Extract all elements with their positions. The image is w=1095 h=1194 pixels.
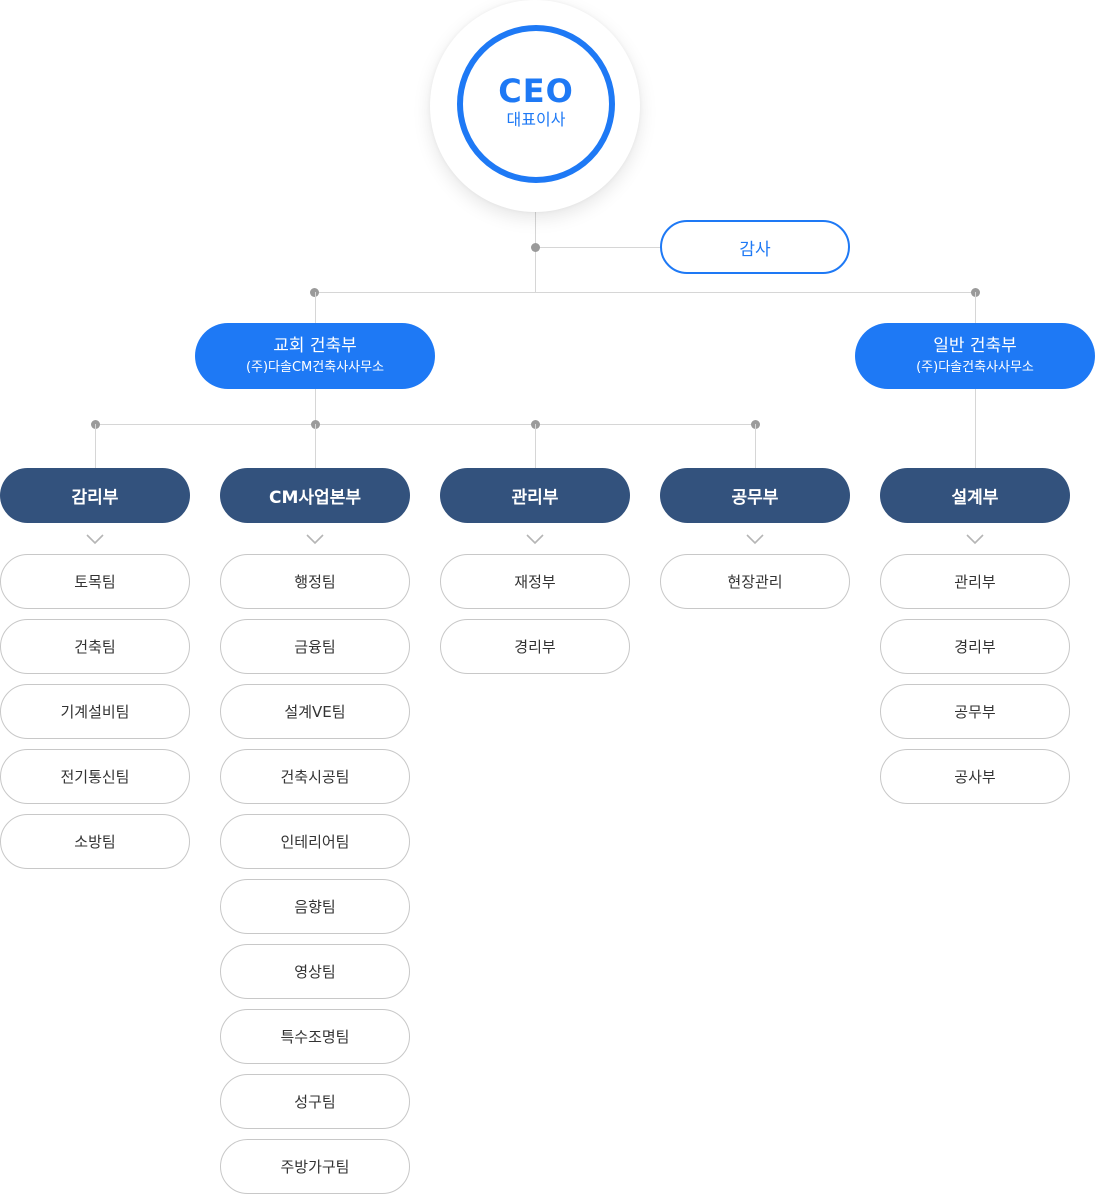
audit-label: 감사 bbox=[739, 239, 771, 260]
team-label: 재정부 bbox=[514, 573, 556, 591]
connector-ceo-down bbox=[535, 212, 536, 293]
dept-management[interactable]: 관리부 bbox=[440, 468, 630, 523]
team-item[interactable]: 공무부 bbox=[880, 684, 1070, 739]
team-label: 금융팀 bbox=[294, 638, 336, 656]
team-label: 경리부 bbox=[514, 638, 556, 656]
team-label: 건축시공팀 bbox=[280, 768, 350, 786]
ceo-node[interactable]: CEO 대표이사 bbox=[457, 25, 615, 183]
connector-hq-left-down bbox=[315, 292, 316, 324]
dept-label: 관리부 bbox=[511, 488, 559, 508]
chevron-down-icon bbox=[526, 534, 544, 545]
dept-label: 설계부 bbox=[951, 488, 999, 508]
team-item[interactable]: 설계VE팀 bbox=[220, 684, 410, 739]
team-item[interactable]: 음향팀 bbox=[220, 879, 410, 934]
connector-dept-2-down bbox=[315, 424, 316, 469]
dept-label: CM사업본부 bbox=[269, 488, 361, 508]
hq-church-architecture[interactable]: 교회 건축부 (주)다솔CM건축사사무소 bbox=[195, 323, 435, 389]
team-item[interactable]: 영상팀 bbox=[220, 944, 410, 999]
team-item[interactable]: 금융팀 bbox=[220, 619, 410, 674]
team-item[interactable]: 토목팀 bbox=[0, 554, 190, 609]
team-label: 건축팀 bbox=[74, 638, 116, 656]
connector-hq1-down bbox=[315, 389, 316, 425]
team-item[interactable]: 건축시공팀 bbox=[220, 749, 410, 804]
team-label: 주방가구팀 bbox=[280, 1158, 350, 1176]
team-label: 기계설비팀 bbox=[60, 703, 130, 721]
dept-supervision[interactable]: 감리부 bbox=[0, 468, 190, 523]
team-label: 경리부 bbox=[954, 638, 996, 656]
dept-construction-affairs[interactable]: 공무부 bbox=[660, 468, 850, 523]
dept-label: 공무부 bbox=[731, 488, 779, 508]
team-label: 토목팀 bbox=[74, 573, 116, 591]
team-label: 공사부 bbox=[954, 768, 996, 786]
team-item[interactable]: 재정부 bbox=[440, 554, 630, 609]
hq-general-architecture[interactable]: 일반 건축부 (주)다솔건축사사무소 bbox=[855, 323, 1095, 389]
team-label: 소방팀 bbox=[74, 833, 116, 851]
team-item[interactable]: 관리부 bbox=[880, 554, 1070, 609]
team-label: 행정팀 bbox=[294, 573, 336, 591]
dept-label: 감리부 bbox=[71, 488, 119, 508]
team-item[interactable]: 현장관리 bbox=[660, 554, 850, 609]
dept-cm-business[interactable]: CM사업본부 bbox=[220, 468, 410, 523]
chevron-down-icon bbox=[966, 534, 984, 545]
team-item[interactable]: 인테리어팀 bbox=[220, 814, 410, 869]
team-label: 관리부 bbox=[954, 573, 996, 591]
connector-dot-audit bbox=[531, 243, 540, 252]
ceo-title: CEO bbox=[498, 72, 574, 110]
hq-subtitle: (주)다솔CM건축사사무소 bbox=[245, 360, 385, 375]
team-item[interactable]: 주방가구팀 bbox=[220, 1139, 410, 1194]
team-label: 영상팀 bbox=[294, 963, 336, 981]
team-label: 인테리어팀 bbox=[280, 833, 350, 851]
hq-subtitle: (주)다솔건축사사무소 bbox=[916, 360, 1034, 375]
connector-hq-horizontal bbox=[315, 292, 976, 293]
team-label: 공무부 bbox=[954, 703, 996, 721]
connector-dept-horizontal bbox=[95, 424, 756, 425]
team-item[interactable]: 기계설비팀 bbox=[0, 684, 190, 739]
connector-dept-4-down bbox=[755, 424, 756, 469]
team-label: 설계VE팀 bbox=[284, 703, 346, 721]
audit-node[interactable]: 감사 bbox=[660, 220, 850, 274]
team-item[interactable]: 경리부 bbox=[880, 619, 1070, 674]
hq-title: 교회 건축부 bbox=[273, 336, 357, 356]
team-label: 음향팀 bbox=[294, 898, 336, 916]
team-label: 전기통신팀 bbox=[60, 768, 130, 786]
team-item[interactable]: 전기통신팀 bbox=[0, 749, 190, 804]
team-item[interactable]: 공사부 bbox=[880, 749, 1070, 804]
hq-title: 일반 건축부 bbox=[933, 336, 1017, 356]
team-item[interactable]: 행정팀 bbox=[220, 554, 410, 609]
dept-design[interactable]: 설계부 bbox=[880, 468, 1070, 523]
connector-audit bbox=[535, 247, 660, 248]
connector-dept-3-down bbox=[535, 424, 536, 469]
chevron-down-icon bbox=[746, 534, 764, 545]
ceo-subtitle: 대표이사 bbox=[506, 110, 566, 129]
chevron-down-icon bbox=[306, 534, 324, 545]
connector-dot-hq-left bbox=[310, 288, 319, 297]
team-label: 특수조명팀 bbox=[280, 1028, 350, 1046]
team-item[interactable]: 건축팀 bbox=[0, 619, 190, 674]
team-item[interactable]: 성구팀 bbox=[220, 1074, 410, 1129]
team-item[interactable]: 소방팀 bbox=[0, 814, 190, 869]
chevron-down-icon bbox=[86, 534, 104, 545]
team-item[interactable]: 특수조명팀 bbox=[220, 1009, 410, 1064]
connector-dept-1-down bbox=[95, 424, 96, 469]
connector-hq2-down bbox=[975, 389, 976, 469]
connector-hq-right-down bbox=[975, 292, 976, 324]
team-label: 현장관리 bbox=[727, 573, 783, 591]
team-item[interactable]: 경리부 bbox=[440, 619, 630, 674]
team-label: 성구팀 bbox=[294, 1093, 336, 1111]
